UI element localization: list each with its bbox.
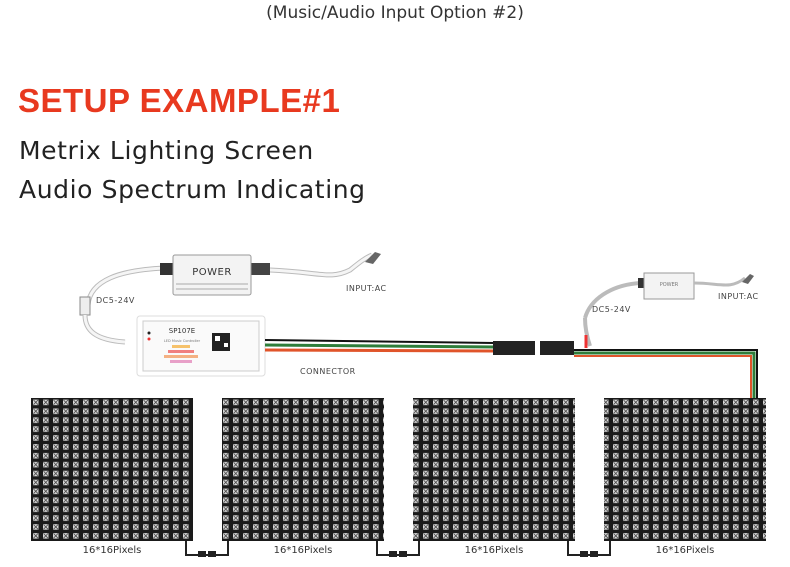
panel-link-connector — [567, 541, 611, 557]
ac-plug-icon-2 — [742, 274, 754, 284]
panel-link-connector — [185, 541, 229, 557]
dc-label-1: DC5-24V — [96, 296, 135, 305]
panel-label: 16*16Pixels — [274, 545, 333, 556]
input-ac-label-1: INPUT:AC — [346, 284, 387, 293]
panel-label: 16*16Pixels — [465, 545, 524, 556]
subtitle-line-1: Metrix Lighting Screen — [19, 136, 314, 165]
panel-label: 16*16Pixels — [83, 545, 142, 556]
subtitle-line-2: Audio Spectrum Indicating — [19, 175, 366, 204]
input-ac-label-2: INPUT:AC — [718, 292, 759, 301]
qr-code — [212, 333, 230, 351]
setup-title: SETUP EXAMPLE#1 — [18, 82, 341, 119]
led-panel: 16*16Pixels — [222, 398, 384, 556]
connector-male — [493, 341, 535, 355]
power-supply-1: POWER INPUT:AC DC5-24V — [79, 252, 387, 345]
power-label-2: POWER — [660, 282, 679, 288]
controller-model: SP107E — [169, 327, 195, 335]
sp107e-controller: SP107E LED Music Controller — [136, 315, 266, 377]
led-panel: 16*16Pixels — [31, 398, 193, 556]
power-supply-2: POWER INPUT:AC DC5-24V — [583, 272, 759, 348]
led-panel: 16*16Pixels — [413, 398, 575, 556]
dc-label-2: DC5-24V — [592, 305, 631, 314]
led-panels: 16*16Pixels 16*16Pixels 16*16Pixels 16*1… — [31, 398, 766, 557]
controller-desc: LED Music Controller — [164, 339, 201, 343]
spectrum-graphic — [164, 345, 198, 363]
connector-female — [540, 341, 574, 355]
connector-label: CONNECTOR — [300, 367, 356, 376]
panel-link-connector — [376, 541, 420, 557]
panel-label: 16*16Pixels — [656, 545, 715, 556]
ac-plug-icon — [365, 252, 381, 264]
signal-wires: CONNECTOR — [264, 339, 758, 398]
power-label-1: POWER — [192, 267, 232, 278]
caption: (Music/Audio Input Option #2) — [266, 3, 524, 23]
led-panel: 16*16Pixels — [604, 398, 766, 556]
